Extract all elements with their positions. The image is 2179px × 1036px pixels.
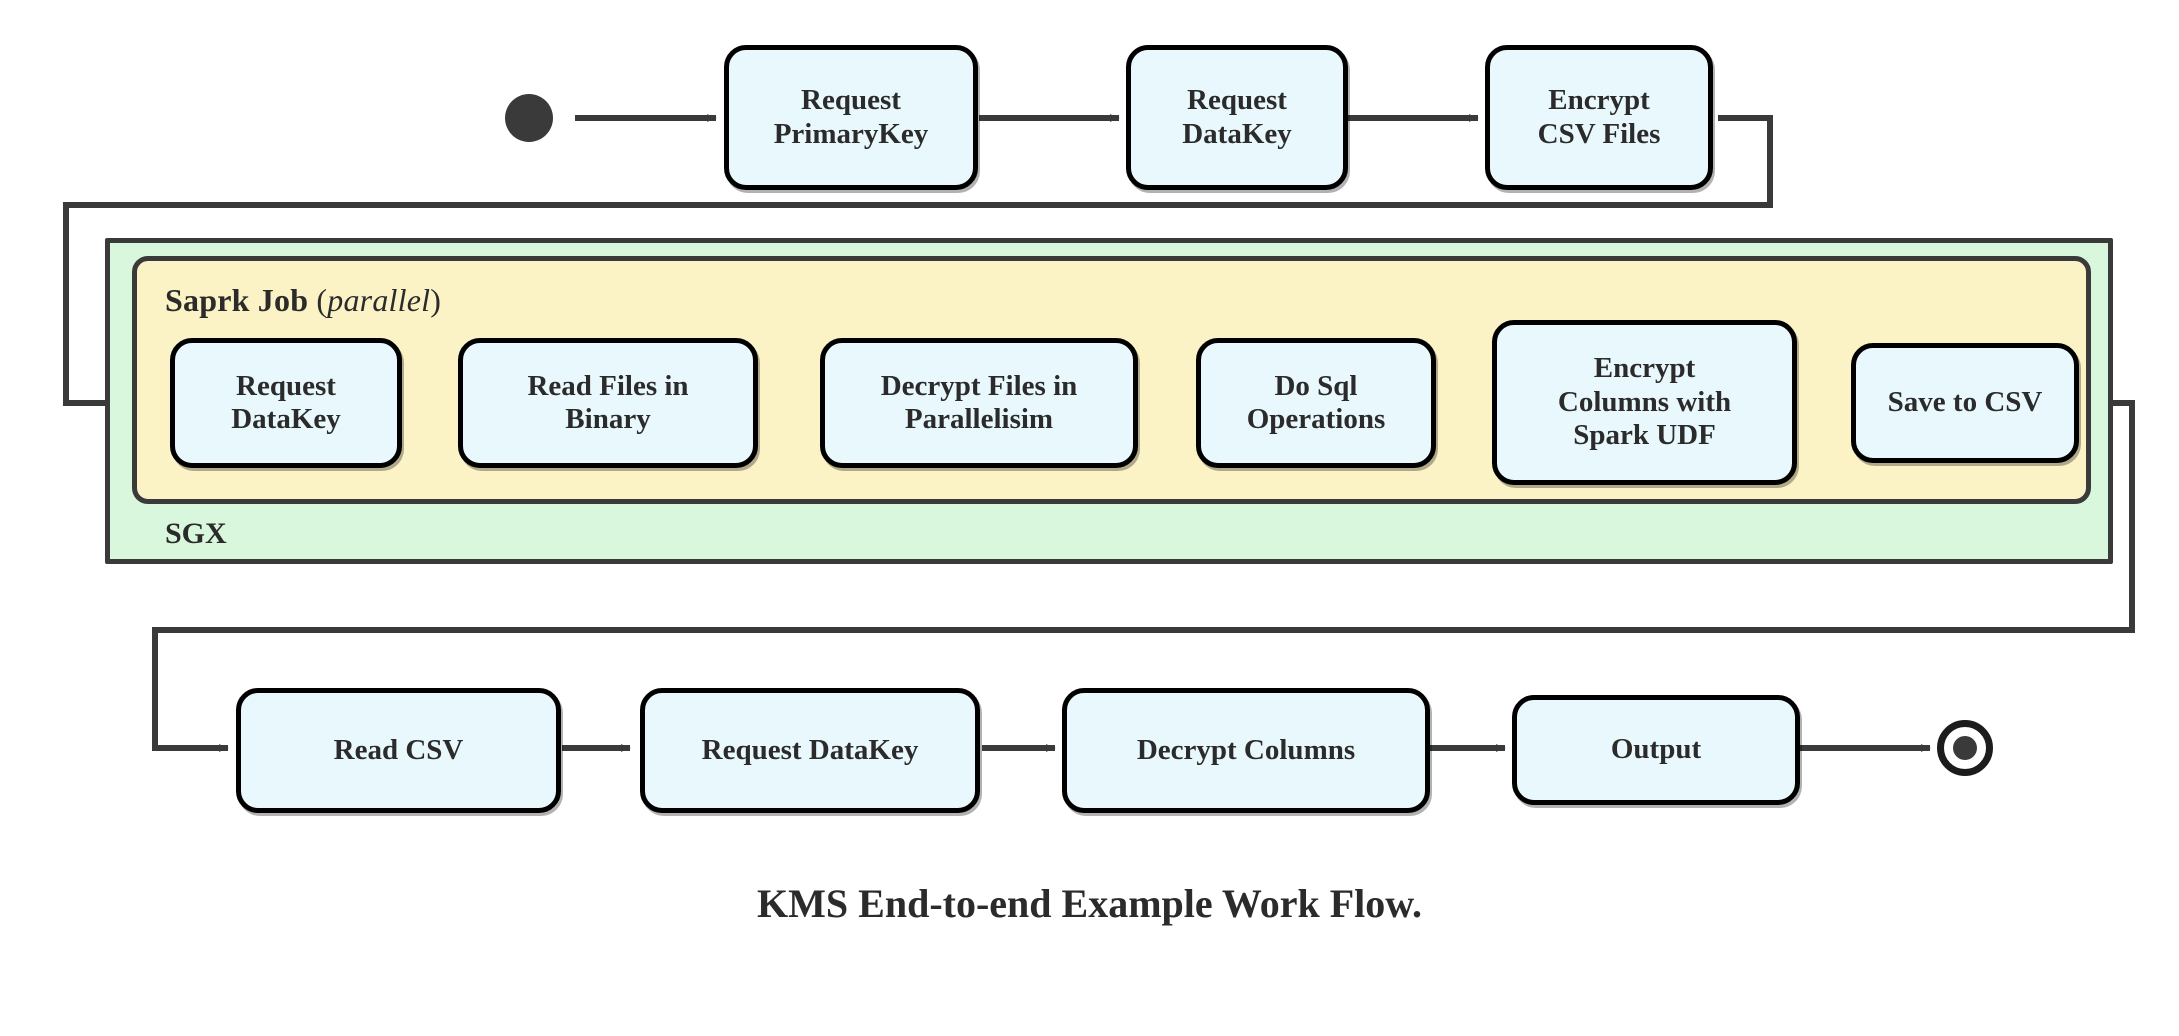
node-line: Columns with (1557, 385, 1732, 418)
node-line: DataKey (231, 403, 341, 435)
node-read-csv[interactable]: Read CSV (236, 688, 561, 813)
start-node (505, 94, 553, 142)
node-line: Decrypt Columns (1136, 733, 1356, 766)
node-save-to-csv[interactable]: Save to CSV (1851, 343, 2079, 463)
node-line: Encrypt (1548, 84, 1650, 117)
node-line: Do Sql (1274, 369, 1358, 402)
node-line: Operations (1246, 403, 1386, 435)
node-request-datakey-top[interactable]: Request DataKey (1126, 45, 1348, 190)
node-line: Request DataKey (701, 733, 919, 766)
node-line: Request (236, 369, 336, 402)
node-line: Encrypt (1593, 352, 1696, 385)
region-spark-job-paren-close: ) (430, 282, 442, 318)
node-line: Read CSV (333, 733, 464, 766)
node-line: Binary (565, 403, 651, 435)
node-decrypt-columns[interactable]: Decrypt Columns (1062, 688, 1430, 813)
end-node (1937, 720, 1993, 776)
node-line: Request (1187, 84, 1287, 117)
region-spark-job-label: Saprk Job (parallel) (165, 282, 441, 319)
node-line: Parallelisim (904, 403, 1054, 435)
diagram-caption: KMS End-to-end Example Work Flow. (757, 881, 1422, 926)
node-request-datakey-spark[interactable]: Request DataKey (170, 338, 402, 468)
node-line: PrimaryKey (773, 117, 929, 150)
region-spark-job-modifier: parallel (327, 282, 431, 318)
region-sgx-label: SGX (165, 517, 227, 550)
region-spark-job-title: Saprk Job (165, 282, 309, 318)
node-line: Decrypt Files in (880, 369, 1078, 402)
node-decrypt-files-in-parallelisim[interactable]: Decrypt Files in Parallelisim (820, 338, 1138, 468)
node-encrypt-columns-with-spark-udf[interactable]: Encrypt Columns with Spark UDF (1492, 320, 1797, 485)
node-line: Request (801, 84, 901, 117)
node-request-datakey-bottom[interactable]: Request DataKey (640, 688, 980, 813)
node-output[interactable]: Output (1512, 695, 1800, 805)
node-line: CSV Files (1537, 117, 1661, 150)
node-line: Read Files in (527, 369, 689, 402)
node-line: Spark UDF (1573, 419, 1716, 452)
node-do-sql-operations[interactable]: Do Sql Operations (1196, 338, 1436, 468)
node-encrypt-csv-files[interactable]: Encrypt CSV Files (1485, 45, 1713, 190)
region-spark-job-paren-open: ( (316, 282, 328, 318)
node-line: Save to CSV (1887, 386, 2043, 419)
node-read-files-in-binary[interactable]: Read Files in Binary (458, 338, 758, 468)
node-line: DataKey (1182, 117, 1292, 150)
node-line: Output (1610, 733, 1702, 766)
node-request-primarykey[interactable]: Request PrimaryKey (724, 45, 978, 190)
